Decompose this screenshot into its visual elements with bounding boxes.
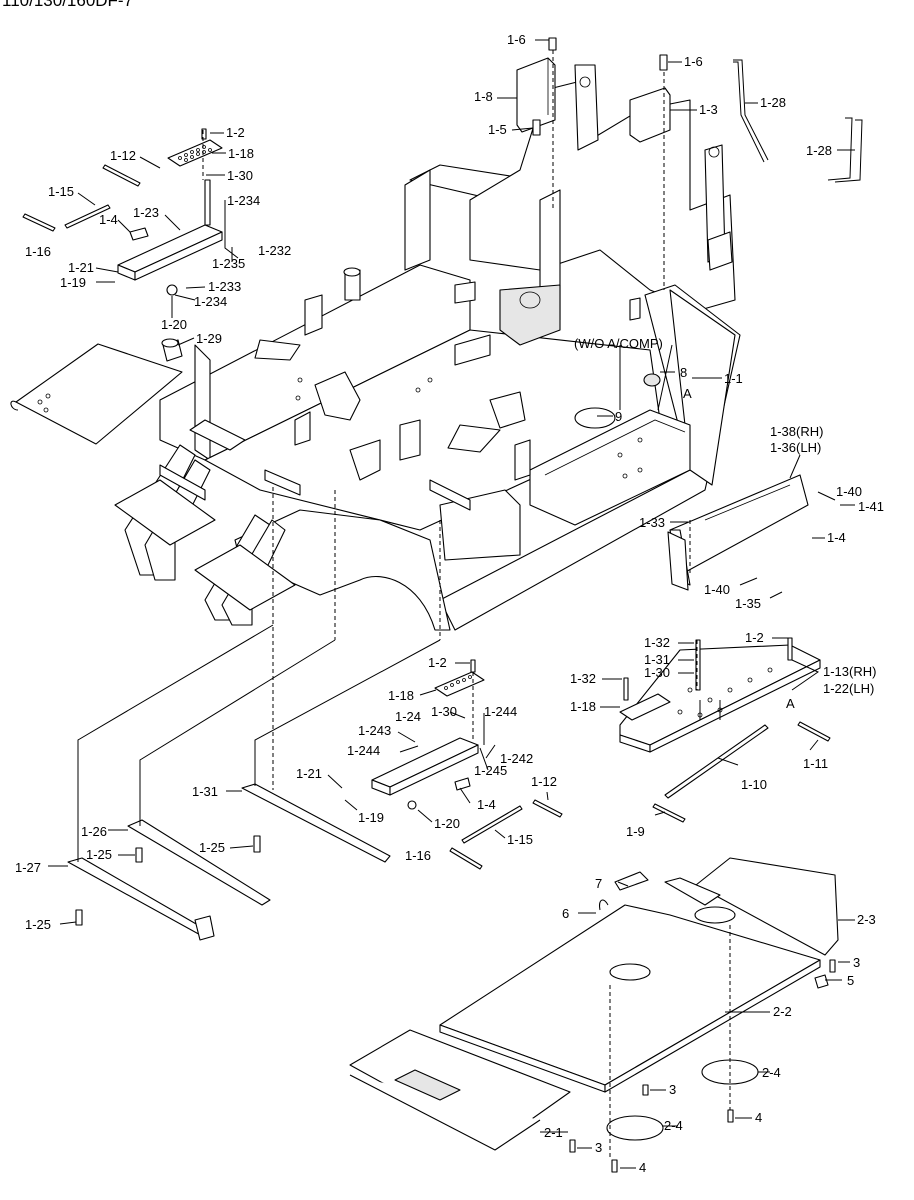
label-1-6-top: 1-6 — [507, 32, 526, 47]
label-1-2-middle: 1-2 — [428, 655, 447, 670]
label-1-23: 1-23 — [133, 205, 159, 220]
label-1-234-bottom: 1-234 — [194, 294, 227, 309]
label-2-2: 2-2 — [773, 1004, 792, 1019]
label-1-11: 1-11 — [803, 756, 828, 771]
label-1-12-top: 1-12 — [110, 148, 136, 163]
label-1-232: 1-232 — [258, 243, 291, 258]
label-1-28-upper: 1-28 — [760, 95, 786, 110]
label-1-31-right: 1-31 — [644, 652, 670, 667]
label-3-right: 3 — [853, 955, 860, 970]
right-step-assembly — [619, 637, 831, 823]
label-1-22-lh: 1-22(LH) — [823, 681, 874, 696]
label-2-4-lower: 2-4 — [664, 1118, 683, 1133]
label-2-4-upper: 2-4 — [762, 1065, 781, 1080]
label-1-21-middle: 1-21 — [296, 766, 322, 781]
label-1-27: 1-27 — [15, 860, 41, 875]
label-8: 8 — [680, 365, 687, 380]
label-2-1: 2-1 — [544, 1125, 563, 1140]
label-1-40-upper: 1-40 — [836, 484, 862, 499]
label-1-21-top: 1-21 — [68, 260, 94, 275]
label-1-32-lower: 1-32 — [570, 671, 596, 686]
label-1-12-middle: 1-12 — [531, 774, 557, 789]
label-1-29: 1-29 — [196, 331, 222, 346]
label-a-step: A — [786, 696, 795, 711]
label-1-20-top: 1-20 — [161, 317, 187, 332]
page-title: 110/130/160DF-7 — [2, 0, 134, 10]
label-1-16-middle: 1-16 — [405, 848, 431, 863]
label-1-33: 1-33 — [639, 515, 665, 530]
label-1-243: 1-243 — [358, 723, 391, 738]
label-1-18-right: 1-18 — [570, 699, 596, 714]
label-1-235: 1-235 — [212, 256, 245, 271]
label-3-middle: 3 — [669, 1082, 676, 1097]
main-frame — [10, 64, 809, 631]
leader-lines — [48, 39, 855, 1169]
label-1-26: 1-26 — [81, 824, 107, 839]
label-1-244-lower: 1-244 — [347, 743, 380, 758]
label-1-5: 1-5 — [488, 122, 507, 137]
label-1-9: 1-9 — [626, 824, 645, 839]
label-1-25-left: 1-25 — [86, 847, 112, 862]
label-1-30-top: 1-30 — [227, 168, 253, 183]
label-5: 5 — [847, 973, 854, 988]
label-1-30-right: 1-30 — [644, 665, 670, 680]
label-1-15-top: 1-15 — [48, 184, 74, 199]
label-1-18-middle: 1-18 — [388, 688, 414, 703]
label-1-242: 1-242 — [500, 751, 533, 766]
label-1-15-middle: 1-15 — [507, 832, 533, 847]
label-1-30-middle: 1-30 — [431, 704, 457, 719]
label-1-4-right: 1-4 — [827, 530, 846, 545]
part-labels: 1-6 1-6 1-8 1-5 1-3 1-28 1-28 1-2 1-12 1… — [15, 32, 884, 1175]
label-1-31-middle: 1-31 — [192, 784, 218, 799]
label-7: 7 — [595, 876, 602, 891]
label-1-234-top: 1-234 — [227, 193, 260, 208]
bottom-guards — [349, 857, 839, 1173]
label-9: 9 — [615, 409, 622, 424]
label-1-8: 1-8 — [474, 89, 493, 104]
label-1-20-middle: 1-20 — [434, 816, 460, 831]
label-4-bottom: 4 — [639, 1160, 646, 1175]
label-1-19-top: 1-19 — [60, 275, 86, 290]
label-1-38-rh: 1-38(RH) — [770, 424, 823, 439]
label-1-40-lower: 1-40 — [704, 582, 730, 597]
label-1-245: 1-245 — [474, 763, 507, 778]
label-1-3: 1-3 — [699, 102, 718, 117]
label-1-10: 1-10 — [741, 777, 767, 792]
label-1-41: 1-41 — [858, 499, 884, 514]
label-1-4-middle: 1-4 — [477, 797, 496, 812]
label-1-244-upper: 1-244 — [484, 704, 517, 719]
label-1-16-top: 1-16 — [25, 244, 51, 259]
middle-step-assembly — [67, 659, 563, 941]
label-1-4-top: 1-4 — [99, 212, 118, 227]
label-1-28-lower: 1-28 — [806, 143, 832, 158]
label-1-35: 1-35 — [735, 596, 761, 611]
label-1-32-upper: 1-32 — [644, 635, 670, 650]
label-1-25-middle: 1-25 — [199, 840, 225, 855]
label-1-6-right: 1-6 — [684, 54, 703, 69]
label-1-19-middle: 1-19 — [358, 810, 384, 825]
label-1-25-bottom: 1-25 — [25, 917, 51, 932]
label-a-frame: A — [683, 386, 692, 401]
label-4-middle: 4 — [755, 1110, 762, 1125]
label-1-233: 1-233 — [208, 279, 241, 294]
label-2-3: 2-3 — [857, 912, 876, 927]
label-1-2-right: 1-2 — [745, 630, 764, 645]
label-1-36-lh: 1-36(LH) — [770, 440, 821, 455]
label-1-2-top: 1-2 — [226, 125, 245, 140]
top-parts — [22, 37, 863, 362]
label-1-13-rh: 1-13(RH) — [823, 664, 876, 679]
label-wo-acomp: (W/O A/COMP) — [574, 336, 663, 351]
label-1-18-top: 1-18 — [228, 146, 254, 161]
label-1-1: 1-1 — [724, 371, 743, 386]
label-1-24: 1-24 — [395, 709, 421, 724]
label-3-bottom: 3 — [595, 1140, 602, 1155]
label-6: 6 — [562, 906, 569, 921]
